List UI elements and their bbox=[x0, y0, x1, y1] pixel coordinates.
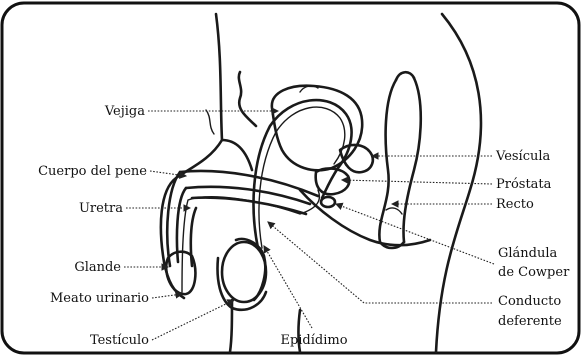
label-epididimo: Epidídimo bbox=[280, 333, 347, 348]
label-prostata: Próstata bbox=[496, 177, 552, 192]
label-recto: Recto bbox=[496, 197, 534, 212]
label-deferente: deferente bbox=[498, 314, 562, 329]
label-vesicula: Vesícula bbox=[495, 149, 551, 164]
cowper-gland bbox=[321, 197, 335, 207]
label-meato-urinario: Meato urinario bbox=[50, 291, 149, 306]
penis bbox=[166, 171, 318, 294]
label-conducto: Conducto bbox=[498, 294, 561, 309]
prostate bbox=[316, 169, 350, 195]
label-cuerpo-del-pene: Cuerpo del pene bbox=[38, 164, 147, 179]
rectum bbox=[379, 72, 420, 248]
testicle bbox=[218, 239, 266, 310]
label-uretra: Uretra bbox=[79, 201, 123, 216]
label-de-cowper: de Cowper bbox=[498, 265, 570, 280]
bladder bbox=[272, 86, 362, 171]
label-glandula: Glándula bbox=[498, 246, 558, 261]
label-vejiga: Vejiga bbox=[104, 104, 145, 119]
body-outline bbox=[161, 14, 481, 352]
vas-deferens bbox=[254, 100, 352, 248]
label-testiculo: Testículo bbox=[90, 333, 149, 348]
leader-lines bbox=[124, 111, 494, 340]
label-glande: Glande bbox=[74, 260, 121, 275]
ureter bbox=[239, 72, 256, 126]
labels: Vejiga Cuerpo del pene Uretra Glande Mea… bbox=[38, 104, 570, 348]
